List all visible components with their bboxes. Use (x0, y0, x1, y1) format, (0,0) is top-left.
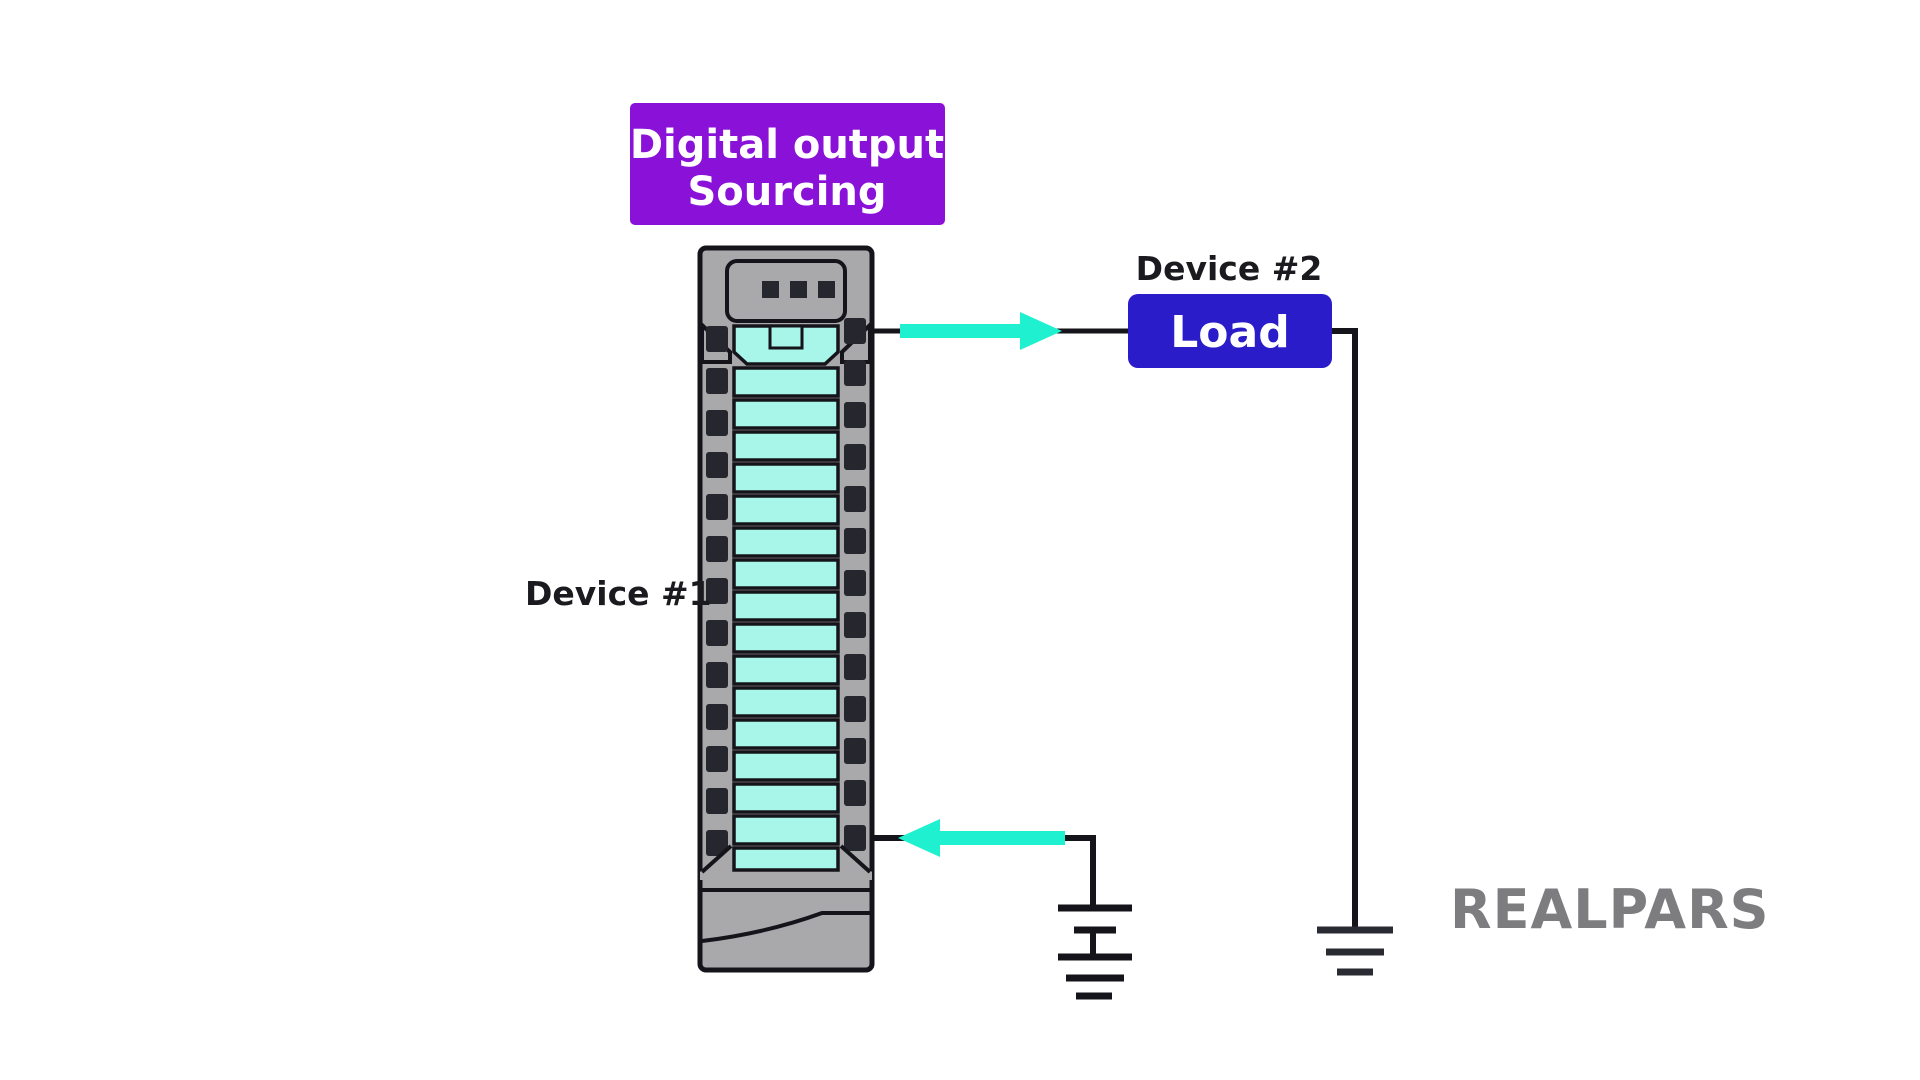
ground-symbol-right (1317, 926, 1393, 976)
connector-tab (844, 486, 866, 512)
plc-module[interactable] (697, 245, 875, 973)
connector-tab (844, 360, 866, 386)
current-arrow-top-shaft (900, 324, 1025, 338)
connector-tabs-left (706, 326, 728, 856)
load-box[interactable] (1128, 294, 1332, 368)
terminal-row (732, 590, 840, 622)
terminal-row (732, 558, 840, 590)
current-arrow-bottom-left (898, 819, 1065, 857)
dc-power-supply-symbol (1058, 904, 1132, 1000)
current-arrow-top-head (1020, 312, 1062, 350)
terminal-row (732, 750, 840, 782)
terminal-row (732, 654, 840, 686)
led-3-icon (818, 281, 835, 298)
current-arrow-bottom-shaft (935, 831, 1065, 845)
connector-tab (844, 696, 866, 722)
module-lower-bevel-edge-left (700, 844, 733, 874)
title-banner-background (630, 103, 945, 225)
connector-tab (844, 612, 866, 638)
terminal-row (732, 622, 840, 654)
load-box-label: Load (1170, 307, 1289, 358)
load-return-wire (1332, 328, 1358, 930)
led-1-icon (762, 281, 779, 298)
terminal-row (732, 846, 840, 872)
load-device[interactable]: Device #2 Load (1128, 249, 1332, 368)
connector-tab (844, 738, 866, 764)
connector-tab (706, 536, 728, 562)
connector-tab (844, 570, 866, 596)
connector-tab (844, 402, 866, 428)
terminal-row (732, 366, 840, 398)
connector-tab (706, 452, 728, 478)
connector-tab (706, 746, 728, 772)
module-top-panel (725, 259, 847, 323)
terminal-row (732, 718, 840, 750)
connector-tab (706, 578, 728, 604)
connector-tab (844, 780, 866, 806)
realpars-logo: REALPARS (1450, 878, 1770, 941)
connector-tab-output (844, 318, 866, 344)
module-lower-bevel-edge-right (839, 844, 872, 874)
device1-label: Device #1 (525, 574, 712, 613)
connector-tab (706, 368, 728, 394)
title-banner-line1: Digital output (630, 122, 944, 168)
connector-tab (706, 704, 728, 730)
realpars-logo-text: REALPARS (1450, 878, 1770, 941)
current-arrow-top-right (900, 312, 1062, 350)
connector-tab-common (844, 825, 866, 851)
terminal-top-cap-notch (768, 324, 804, 350)
connector-tab (706, 620, 728, 646)
terminal-rows (732, 366, 840, 872)
terminal-row (732, 430, 840, 462)
terminal-row (732, 782, 840, 814)
connector-tabs-right (844, 318, 866, 851)
terminal-row (732, 398, 840, 430)
connector-tab (706, 662, 728, 688)
terminal-row (732, 494, 840, 526)
terminal-row (732, 814, 840, 846)
connector-tab (706, 830, 728, 856)
connector-tab (844, 528, 866, 554)
terminal-row (732, 686, 840, 718)
current-flow-arrows (898, 312, 1065, 857)
led-2-icon (790, 281, 807, 298)
connector-tab (844, 444, 866, 470)
connector-tab (706, 410, 728, 436)
title-banner: Digital output Sourcing (630, 103, 945, 225)
connector-tab (844, 654, 866, 680)
device2-label: Device #2 (1136, 249, 1323, 288)
bottom-supply-wire (855, 835, 1096, 905)
current-arrow-bottom-head (898, 819, 940, 857)
terminal-block (732, 324, 840, 872)
module-base-curve (701, 911, 870, 943)
connector-tab (706, 494, 728, 520)
connector-tab (706, 788, 728, 814)
connector-tab (706, 326, 728, 352)
title-banner-line2: Sourcing (687, 169, 886, 215)
terminal-row (732, 462, 840, 494)
terminal-row (732, 526, 840, 558)
